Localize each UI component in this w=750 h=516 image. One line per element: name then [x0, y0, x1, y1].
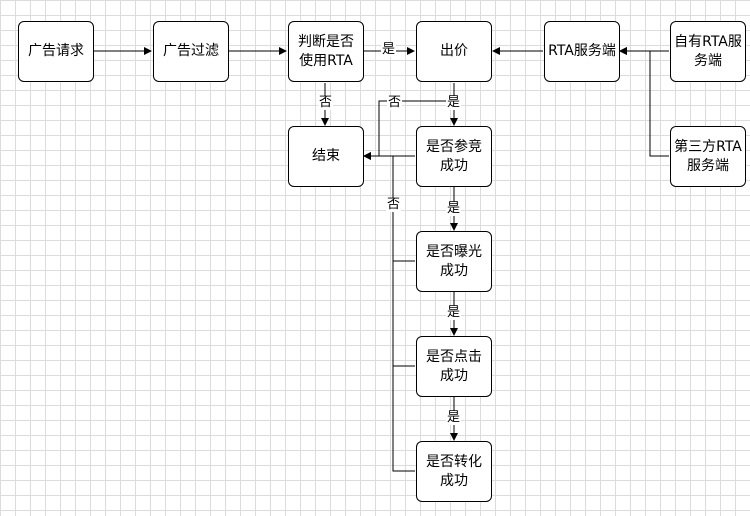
- edge-third-rta-to-rta-server: [619, 47, 669, 157]
- label-bid-yes: 是: [446, 95, 462, 110]
- label-fail-no: 否: [386, 197, 402, 212]
- node-third-party-rta-server[interactable]: 第三方RTA 服务端: [670, 126, 746, 187]
- label-use-rta-yes: 是: [381, 42, 397, 57]
- node-ad-filter[interactable]: 广告过滤: [153, 21, 229, 82]
- label-bid-no: 否: [387, 95, 403, 110]
- label-convert-yes: 是: [446, 410, 462, 425]
- node-expose-success[interactable]: 是否曝光 成功: [416, 231, 492, 292]
- node-bid-success[interactable]: 是否参竞 成功: [416, 126, 492, 187]
- node-end[interactable]: 结束: [288, 126, 364, 187]
- label-click-yes: 是: [446, 305, 462, 320]
- label-expose-yes: 是: [446, 201, 462, 216]
- node-convert-success[interactable]: 是否转化 成功: [416, 441, 492, 502]
- label-use-rta-no: 否: [318, 95, 334, 110]
- node-bid[interactable]: 出价: [416, 21, 492, 82]
- edge-convert-fail-to-end: [392, 366, 415, 472]
- node-rta-server[interactable]: RTA服务端: [544, 21, 620, 82]
- node-click-success[interactable]: 是否点击 成功: [416, 336, 492, 397]
- node-ad-request[interactable]: 广告请求: [18, 21, 94, 82]
- node-own-rta-server[interactable]: 自有RTA服 务端: [670, 21, 746, 82]
- edge-click-fail-to-end: [392, 261, 415, 367]
- node-use-rta[interactable]: 判断是否 使用RTA: [288, 21, 364, 82]
